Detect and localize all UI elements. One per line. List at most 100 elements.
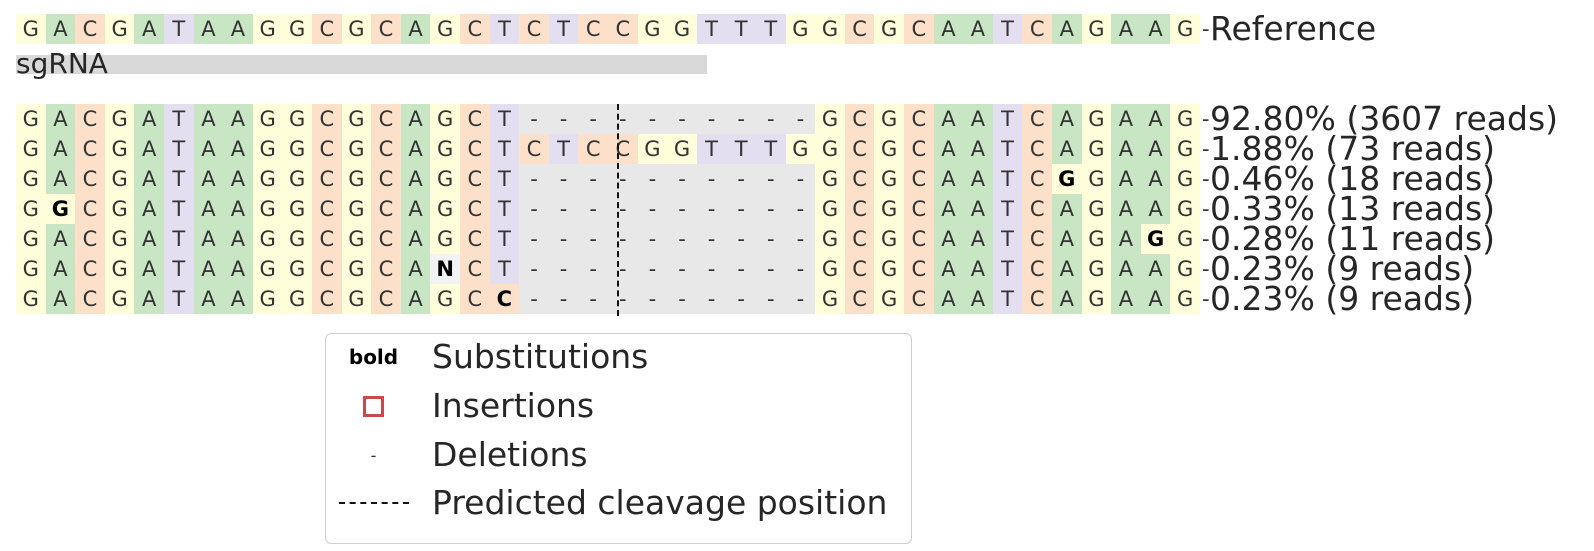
allele-2-base-34: T [992, 134, 1023, 164]
legend-cleavage-label: Predicted cleavage position [432, 483, 888, 522]
reference-base-10: G [282, 14, 312, 44]
allele-1-base-37: G [1081, 104, 1112, 134]
allele-3-base-35: C [1022, 164, 1052, 194]
allele-3-base-31: C [904, 164, 934, 194]
allele-3-base-3: C [75, 164, 105, 194]
allele-4-base-2: G [45, 194, 76, 224]
legend-insertions-label: Insertions [432, 386, 595, 425]
allele-6-base-15: N [430, 254, 460, 284]
legend-box: bold Substitutions Insertions - Deletion… [325, 333, 912, 544]
allele-1-base-28: G [815, 104, 845, 134]
allele-7-base-22: - [637, 284, 668, 314]
allele-3-base-10: G [282, 164, 312, 194]
allele-2-base-21: C [608, 134, 638, 164]
allele-2-base-37: G [1081, 134, 1112, 164]
allele-7-base-34: T [992, 284, 1023, 314]
allele-2-base-2: A [45, 134, 76, 164]
allele-2-base-7: A [193, 134, 224, 164]
reference-base-15: G [430, 14, 460, 44]
allele-6-base-32: A [933, 254, 964, 284]
allele-6-base-16: C [460, 254, 490, 284]
allele-4-base-34: T [992, 194, 1023, 224]
allele-6-base-25: - [726, 254, 756, 284]
allele-7-base-17: C [489, 284, 520, 314]
allele-1-base-12: G [341, 104, 372, 134]
allele-4-base-3: C [75, 194, 105, 224]
reference-base-16: C [460, 14, 490, 44]
allele-3-base-5: A [134, 164, 164, 194]
allele-5-base-27: - [785, 224, 816, 254]
allele-6-base-27: - [785, 254, 816, 284]
allele-7-base-13: C [371, 284, 401, 314]
allele-2-base-24: T [696, 134, 727, 164]
allele-5-base-3: C [75, 224, 105, 254]
allele-3-base-11: C [312, 164, 342, 194]
allele-3-base-24: - [696, 164, 727, 194]
allele-3-base-15: G [430, 164, 460, 194]
allele-1-base-9: G [252, 104, 283, 134]
allele-3-base-32: A [933, 164, 964, 194]
allele-7-base-12: G [341, 284, 372, 314]
allele-4-base-19: - [548, 194, 579, 224]
allele-7-base-39: A [1140, 284, 1171, 314]
allele-3-base-30: G [874, 164, 904, 194]
allele-6-trailing-gap: - [1202, 257, 1210, 281]
allele-5-base-30: G [874, 224, 904, 254]
allele-3-base-13: C [371, 164, 401, 194]
allele-3-base-12: G [341, 164, 372, 194]
allele-1-base-6: T [164, 104, 194, 134]
allele-4-base-36: A [1052, 194, 1082, 224]
reference-base-36: A [1052, 14, 1082, 44]
allele-7-base-35: C [1022, 284, 1052, 314]
allele-6-base-1: G [16, 254, 46, 284]
allele-1-base-24: - [696, 104, 727, 134]
allele-3-base-29: C [844, 164, 875, 194]
allele-1-base-1: G [16, 104, 46, 134]
allele-7-trailing-gap: - [1202, 287, 1210, 311]
allele-4-base-33: A [963, 194, 993, 224]
allele-4-base-18: - [519, 194, 549, 224]
allele-2-base-27: G [785, 134, 816, 164]
allele-2-base-18: C [519, 134, 549, 164]
allele-1-base-29: C [844, 104, 875, 134]
reference-base-19: T [548, 14, 579, 44]
allele-1-trailing-gap: - [1202, 107, 1210, 131]
allele-5-base-33: A [963, 224, 993, 254]
allele-4-base-25: - [726, 194, 756, 224]
allele-5-base-35: C [1022, 224, 1052, 254]
allele-3-base-36: G [1052, 164, 1082, 194]
reference-base-21: C [608, 14, 638, 44]
allele-5-base-18: - [519, 224, 549, 254]
allele-5-base-2: A [45, 224, 76, 254]
reference-base-29: C [844, 14, 875, 44]
allele-7-base-27: - [785, 284, 816, 314]
allele-6-base-34: T [992, 254, 1023, 284]
allele-6-base-8: A [223, 254, 253, 284]
reference-base-23: G [667, 14, 697, 44]
allele-2-base-6: T [164, 134, 194, 164]
allele-3-base-28: G [815, 164, 845, 194]
allele-7-base-21: - [608, 284, 638, 314]
allele-5-base-19: - [548, 224, 579, 254]
allele-3-base-25: - [726, 164, 756, 194]
allele-4-base-20: - [578, 194, 608, 224]
allele-5-base-5: A [134, 224, 164, 254]
allele-3-base-9: G [252, 164, 283, 194]
allele-frequency-label: 0.23% (9 reads) [1210, 249, 1475, 288]
allele-5-base-28: G [815, 224, 845, 254]
allele-7-base-11: C [312, 284, 342, 314]
allele-2-base-30: G [874, 134, 904, 164]
allele-5-base-1: G [16, 224, 46, 254]
allele-6-base-17: T [489, 254, 520, 284]
allele-7-base-15: G [430, 284, 460, 314]
allele-1-base-13: C [371, 104, 401, 134]
allele-4-base-9: G [252, 194, 283, 224]
allele-6-base-11: C [312, 254, 342, 284]
allele-4-trailing-gap: - [1202, 197, 1210, 221]
allele-7-base-30: G [874, 284, 904, 314]
reference-base-22: G [637, 14, 668, 44]
allele-1-base-39: A [1140, 104, 1171, 134]
allele-1-base-26: - [756, 104, 786, 134]
allele-5-base-40: G [1170, 224, 1200, 254]
allele-5-base-9: G [252, 224, 283, 254]
